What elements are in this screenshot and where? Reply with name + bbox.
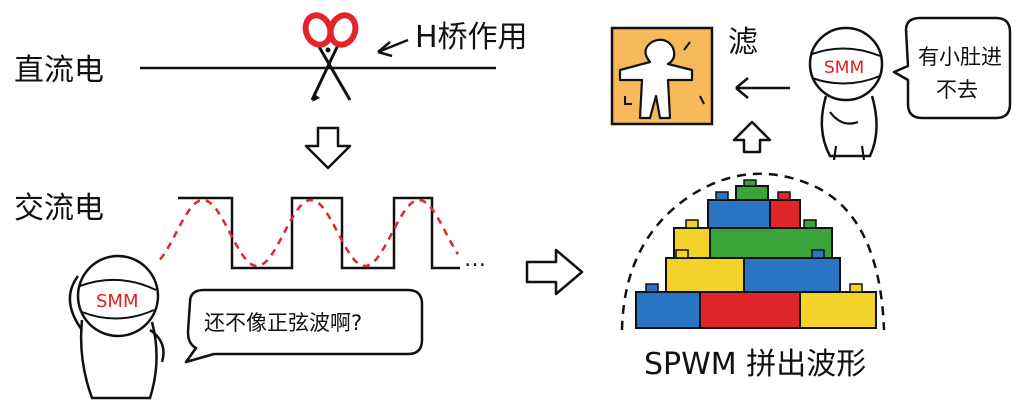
ellipsis: … bbox=[464, 247, 486, 272]
brick-stud bbox=[849, 283, 863, 293]
brick bbox=[699, 291, 801, 329]
down-arrow-icon bbox=[304, 126, 352, 170]
brick bbox=[707, 199, 771, 229]
brick-pile bbox=[635, 179, 877, 329]
brick-stud bbox=[685, 219, 699, 229]
ac-label: 交流电 bbox=[14, 191, 104, 226]
dome-outline bbox=[620, 172, 886, 331]
brick bbox=[735, 185, 769, 201]
left-helmet-text: SMM bbox=[96, 291, 139, 312]
scissors-icon bbox=[302, 12, 359, 102]
right-speech-bubble: 有小肚进 不去 bbox=[892, 16, 1012, 120]
dc-label: 直流电 bbox=[14, 53, 104, 88]
h-bridge-arrow-icon bbox=[377, 38, 409, 58]
brick-stud bbox=[675, 249, 689, 259]
brick-stud bbox=[645, 283, 659, 293]
brick bbox=[665, 257, 745, 293]
brick bbox=[635, 291, 701, 329]
brick-stud bbox=[715, 191, 729, 201]
brick-stud bbox=[777, 191, 791, 201]
spwm-label: SPWM 拼出波形 bbox=[644, 347, 866, 382]
right-bubble-line2: 不去 bbox=[936, 78, 978, 102]
brick-stud bbox=[803, 219, 817, 229]
filter-box bbox=[610, 26, 714, 126]
h-bridge-label: H桥作用 bbox=[415, 20, 528, 55]
brick-stud bbox=[811, 249, 825, 259]
right-arrow-icon bbox=[525, 248, 584, 296]
right-helmet-text: SMM bbox=[824, 58, 864, 78]
right-bubble-line1: 有小肚进 bbox=[918, 45, 1002, 69]
left-speech-bubble: 还不像正弦波啊? bbox=[184, 288, 424, 364]
sine-wave bbox=[159, 198, 460, 268]
filter-label: 滤 bbox=[728, 25, 758, 60]
brick-stud bbox=[743, 179, 757, 187]
brick bbox=[743, 257, 841, 293]
square-wave bbox=[178, 196, 460, 270]
left-bubble-text: 还不像正弦波啊? bbox=[204, 311, 362, 335]
right-character: SMM bbox=[808, 26, 884, 161]
left-character: SMM bbox=[68, 254, 165, 400]
brick bbox=[769, 199, 801, 229]
brick bbox=[799, 291, 877, 329]
up-arrow-icon bbox=[732, 120, 772, 154]
left-arrow-icon bbox=[735, 77, 790, 99]
